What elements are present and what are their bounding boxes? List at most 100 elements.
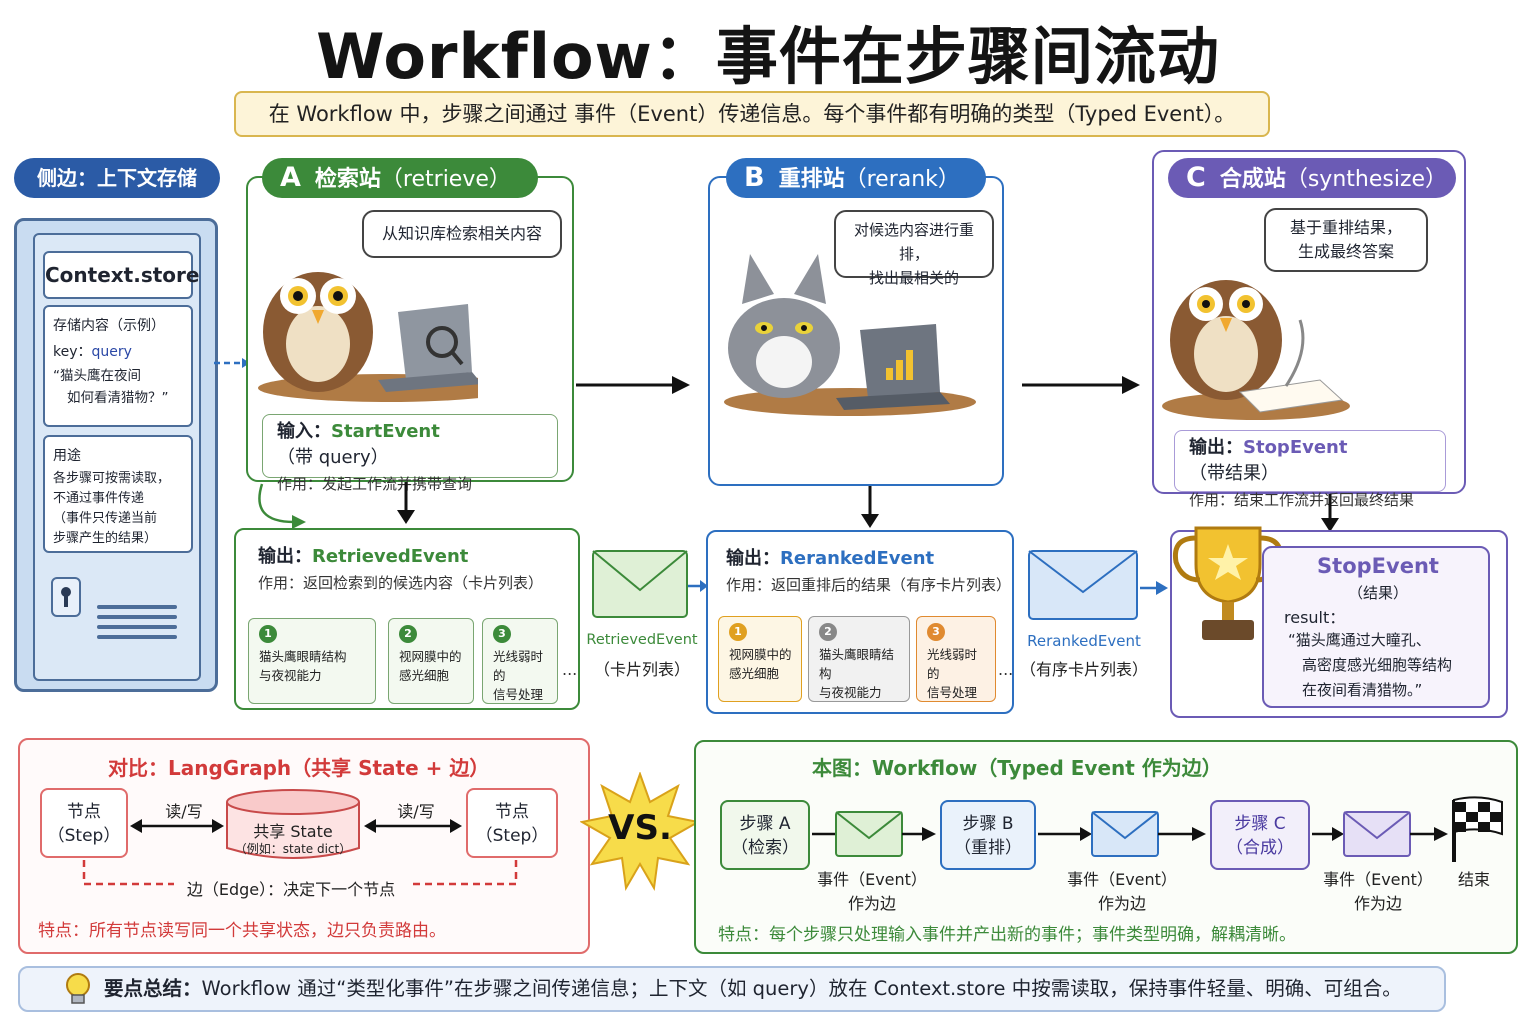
reranked-ellipsis: ... <box>998 660 1014 679</box>
station-b-en: （rerank） <box>844 167 960 192</box>
start-event-name: StartEvent <box>331 421 440 442</box>
reranked-envelope-note: （有序卡片列表） <box>1019 660 1148 679</box>
retrieved-card-1: 1 猫头鹰眼睛结构与夜视能力 <box>248 618 376 704</box>
workflow-step-a: 步骤 A（检索） <box>720 800 810 870</box>
langgraph-node-2: 节点（Step） <box>466 788 558 858</box>
edge-dashed-line <box>82 860 518 886</box>
stop-event-note: （结果） <box>1347 584 1408 602</box>
workflow-event-c-label: 事件（Event）作为边 <box>1323 870 1433 913</box>
retrieved-event-role: 作用：返回检索到的候选内容（卡片列表） <box>258 574 544 592</box>
b-to-c-arrow <box>1022 376 1140 394</box>
reranked-event-box: 输出：RerankedEvent 作用：返回重排后的结果（有序卡片列表） 1 视… <box>706 530 1014 714</box>
store-usage-line: 不通过事件传递 <box>53 491 145 506</box>
reranked-event-role: 作用：返回重排后的结果（有序卡片列表） <box>726 576 1012 594</box>
store-content-title: 存储内容（示例） <box>53 318 165 334</box>
a-down-arrow <box>397 482 415 524</box>
store-name: Context.store <box>43 251 199 299</box>
station-a-pill: A 检索站（retrieve） <box>262 158 538 198</box>
cat-laptop-illustration <box>724 254 976 416</box>
langgraph-title: 对比：LangGraph（共享 State + 边） <box>108 756 490 780</box>
store-usage-line: 各步骤可按需读取， <box>53 471 171 486</box>
reranked-card-1: 1 视网膜中的感光细胞 <box>718 616 802 702</box>
workflow-event-a-icon <box>812 811 936 857</box>
station-a-name: 检索站 <box>314 167 381 192</box>
retrieved-envelope-name: RetrievedEvent <box>586 632 698 648</box>
stop-result-label: result： <box>1284 608 1346 627</box>
langgraph-feature: 特点：所有节点读写同一个共享状态，边只负责路由。 <box>38 921 446 941</box>
summary-label: 要点总结： <box>104 977 202 1000</box>
blue-envelope-icon <box>1028 550 1168 620</box>
a-to-b-arrow <box>576 376 690 394</box>
langgraph-compare-box: 对比：LangGraph（共享 State + 边） 节点（Step） 读/写 … <box>18 738 590 954</box>
workflow-feature: 特点：每个步骤只处理输入事件并产出新的事件；事件类型明确，解耦清晰。 <box>718 925 1296 945</box>
workflow-step-c: 步骤 C（合成） <box>1210 800 1310 870</box>
rw-label-2: 读/写 <box>397 802 435 821</box>
station-c-letter: C <box>1186 162 1206 193</box>
rw-arrow-2 <box>364 819 462 833</box>
reranked-event-name: RerankedEvent <box>780 548 935 569</box>
station-c-speech-bubble: 基于重排结果，生成最终答案 <box>1264 208 1428 272</box>
lightbulb-icon <box>66 973 90 1004</box>
curved-green-arrow <box>258 483 306 529</box>
retrieved-ellipsis: ... <box>562 660 578 679</box>
stop-event-box: StopEvent （结果） result： “猫头鹰通过大瞳孔、 高密度感光细… <box>1262 546 1490 708</box>
summary-bar: 要点总结：Workflow 通过“类型化事件”在步骤之间传递信息；上下文（如 q… <box>18 966 1446 1012</box>
edge-label: 边（Edge）：决定下一个节点 <box>186 880 396 899</box>
store-usage-card: 用途 各步骤可按需读取， 不通过事件传递 （事件只传递当前 步骤产生的结果） <box>43 435 193 553</box>
retrieved-envelope-note: （卡片列表） <box>593 660 690 679</box>
station-c-io-box: 输出：StopEvent（带结果） 作用：结束工作流并返回最终结果 <box>1174 430 1446 509</box>
station-a-letter: A <box>280 162 301 193</box>
owl-laptop-illustration <box>258 272 478 402</box>
langgraph-node-1: 节点（Step） <box>40 788 128 858</box>
station-a-role: 作用：发起工作流并携带查询 <box>277 475 473 493</box>
vs-burst-icon <box>580 772 700 892</box>
context-store-locker: Context.store 存储内容（示例） key：query “猫头鹰在夜间… <box>14 218 218 692</box>
stop-event-title: StopEvent <box>1317 554 1439 578</box>
retrieved-card-3: 3 光线弱时的信号处理 <box>482 618 558 704</box>
station-b-letter: B <box>744 162 765 193</box>
store-value-line2: 如何看清猎物？” <box>67 390 169 406</box>
store-value-line1: “猫头鹰在夜间 <box>53 368 141 384</box>
station-c-en: （synthesize） <box>1285 167 1448 192</box>
station-b-name: 重排站 <box>778 167 845 192</box>
store-key-row: key：query <box>53 344 132 360</box>
station-c-name: 合成站 <box>1219 167 1286 192</box>
checkered-flag-icon <box>1452 796 1503 862</box>
retrieved-event-box: 输出：RetrievedEvent 作用：返回检索到的候选内容（卡片列表） 1 … <box>234 528 580 710</box>
station-a-en: （retrieve） <box>380 167 511 192</box>
c-down-arrow <box>1321 494 1339 532</box>
green-envelope-icon <box>592 550 708 618</box>
workflow-title: 本图：Workflow（Typed Event 作为边） <box>812 756 1222 780</box>
station-b-pill: B 重排站（rerank） <box>726 158 986 198</box>
workflow-step-b: 步骤 B（重排） <box>940 800 1036 870</box>
workflow-event-b-icon <box>1038 811 1206 857</box>
store-usage-line: （事件只传递当前 <box>53 511 158 526</box>
station-c-pill: C 合成站（synthesize） <box>1168 158 1456 198</box>
reranked-card-2: 2 猫头鹰眼睛结构与夜视能力 <box>808 616 910 702</box>
shared-state-label: 共享 State <box>253 822 333 841</box>
workflow-compare-box: 本图：Workflow（Typed Event 作为边） 步骤 A（检索） 事件… <box>694 740 1518 954</box>
reranked-envelope-name: RerankedEvent <box>1027 632 1141 650</box>
retrieved-event-name: RetrievedEvent <box>312 546 469 567</box>
station-b-speech-bubble: 对候选内容进行重排，找出最相关的 <box>834 210 994 287</box>
station-a-speech-bubble: 从知识库检索相关内容 <box>362 210 562 258</box>
page-subtitle: 在 Workflow 中，步骤之间通过 事件（Event）传递信息。每个事件都有… <box>234 91 1270 137</box>
shared-state-note: （例如：state dict） <box>234 842 352 856</box>
b-down-arrow <box>861 486 879 528</box>
workflow-end-label: 结束 <box>1457 870 1490 889</box>
vent-lines <box>97 605 177 645</box>
rw-arrow-1 <box>130 819 224 833</box>
vs-label: VS. <box>608 808 672 848</box>
workflow-event-c-icon <box>1312 811 1448 857</box>
store-content-card: 存储内容（示例） key：query “猫头鹰在夜间 如何看清猎物？” <box>43 305 193 427</box>
stop-result-text: “猫头鹰通过大瞳孔、 高密度感光细胞等结构 在夜间看清猎物。” <box>1288 631 1453 699</box>
owl-writing-illustration <box>1162 280 1350 420</box>
summary-text: Workflow 通过“类型化事件”在步骤之间传递信息；上下文（如 query）… <box>201 977 1402 1000</box>
page-title: Workflow：事件在步骤间流动 <box>316 20 1220 93</box>
rw-label-1: 读/写 <box>165 802 203 821</box>
store-usage-title: 用途 <box>53 448 81 464</box>
workflow-event-b-label: 事件（Event）作为边 <box>1067 870 1177 913</box>
lock-icon <box>51 577 81 617</box>
store-usage-line: 步骤产生的结果） <box>53 531 158 546</box>
reranked-card-3: 3 光线弱时的信号处理 <box>916 616 996 702</box>
